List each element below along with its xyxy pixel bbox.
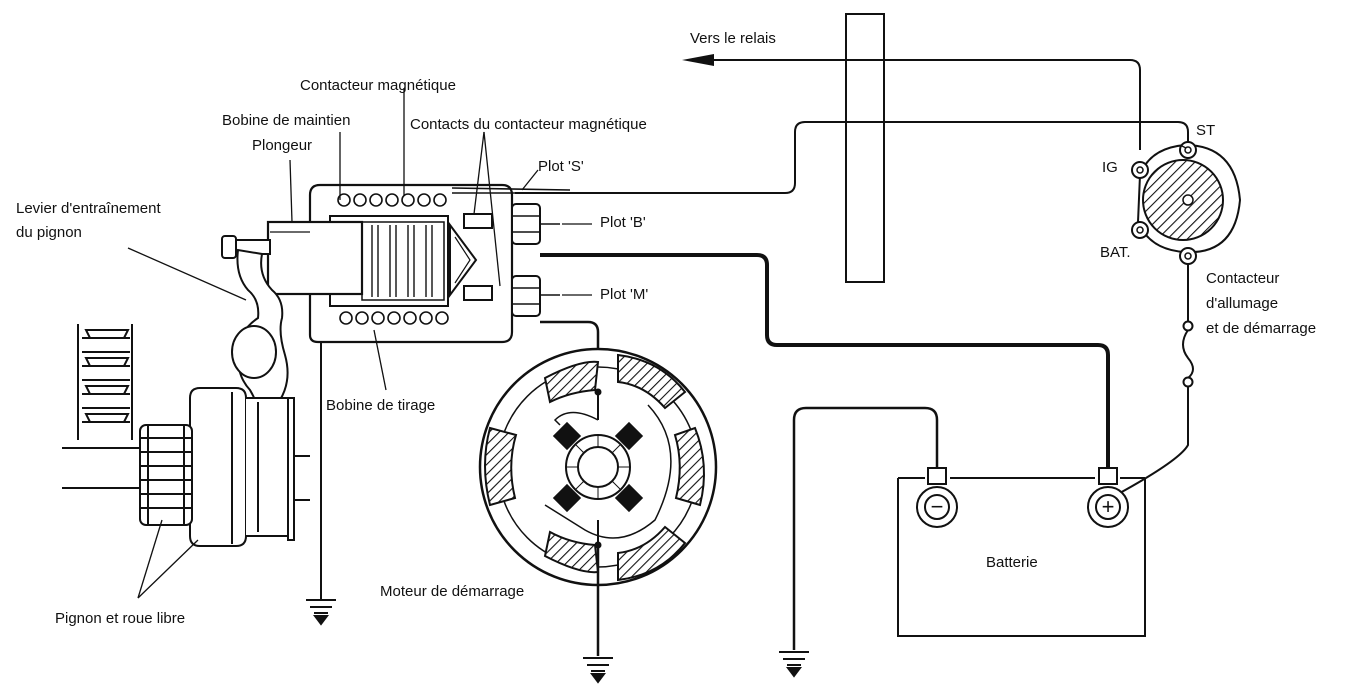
leader-lines: [127, 88, 1187, 599]
relay-post: [845, 13, 885, 283]
label-contacts-contacteur: Contacts du contacteur magnétique: [410, 116, 647, 133]
label-plot-m: Plot 'M': [600, 286, 649, 303]
relay-arrow: [682, 54, 714, 66]
pinion-clutch: [139, 387, 295, 547]
wire-b-to-battery: [540, 253, 1110, 470]
label-plot-s: Plot 'S': [538, 158, 584, 175]
minus-sign: −: [931, 494, 944, 519]
switch-terminal-ig: [1131, 161, 1149, 179]
wire-m-to-motor: [540, 320, 600, 392]
label-st: ST: [1196, 122, 1216, 139]
ignition-switch: [1136, 143, 1242, 254]
battery-positive-terminal: +: [1087, 486, 1129, 528]
label-contacteur-allumage-line2: d'allumage: [1206, 295, 1279, 312]
wire-s-to-st: [515, 121, 1189, 194]
wire-battery-negative: [792, 406, 939, 650]
label-pignon-roue-libre: Pignon et roue libre: [55, 610, 186, 627]
starter-motor: [478, 347, 718, 587]
label-contacteur-allumage-line1: Contacteur: [1206, 270, 1280, 287]
ring-gear: [77, 324, 133, 440]
label-levier-line1: Levier d'entraînement: [16, 200, 161, 217]
switch-terminal-st: [1179, 141, 1197, 159]
label-ig: IG: [1102, 159, 1118, 176]
label-plot-b: Plot 'B': [600, 214, 646, 231]
label-bat: BAT.: [1100, 244, 1131, 261]
label-bobine-tirage: Bobine de tirage: [326, 397, 436, 414]
plot-b-terminal: [511, 203, 560, 245]
plus-sign: +: [1102, 494, 1115, 519]
ground-symbol-battery: [779, 651, 809, 678]
wire-to-relay: [700, 59, 1141, 150]
battery-negative-terminal: −: [916, 486, 958, 528]
battery: [897, 467, 1146, 637]
label-batterie: Batterie: [986, 554, 1038, 571]
label-plongeur: Plongeur: [252, 137, 313, 154]
switch-terminal-ig2: [1131, 221, 1149, 239]
label-contacteur-allumage-line3: et de démarrage: [1206, 320, 1317, 337]
label-contacteur-magnetique: Contacteur magnétique: [300, 77, 456, 94]
label-levier-line2: du pignon: [16, 224, 82, 241]
label-bobine-maintien: Bobine de maintien: [222, 112, 351, 129]
ground-symbol-motor: [583, 657, 613, 684]
wire-bat-switch: [1117, 262, 1194, 495]
label-vers-relais: Vers le relais: [690, 30, 776, 47]
plunger: [266, 220, 364, 296]
ground-symbol-solenoid: [306, 590, 336, 626]
switch-terminal-bat: [1179, 247, 1197, 265]
label-moteur-demarrage: Moteur de démarrage: [380, 583, 525, 600]
plot-m-terminal: [511, 275, 560, 317]
pinion-shaft: [62, 447, 310, 501]
